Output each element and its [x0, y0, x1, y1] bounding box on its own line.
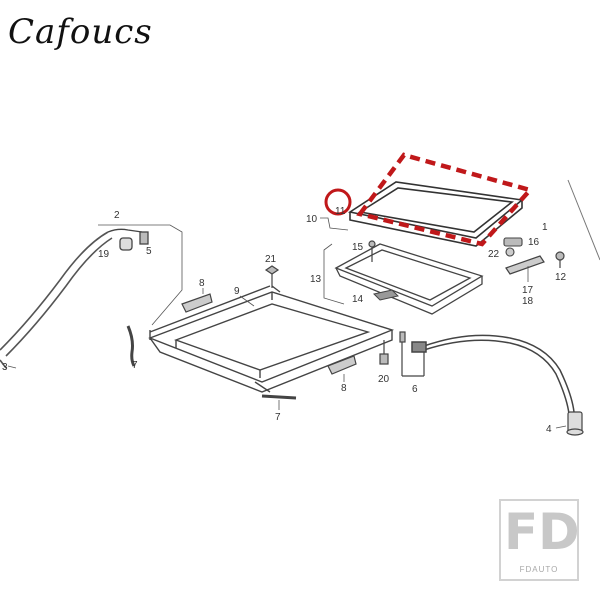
callout-12: 12: [555, 272, 567, 283]
bolt-20: [379, 340, 389, 365]
leader-3: [7, 365, 17, 369]
drain-hose-rear: [0, 231, 113, 369]
callout-2: 2: [114, 210, 120, 221]
callout-4: 4: [546, 424, 552, 435]
callout-15: 15: [352, 242, 364, 253]
clip-22: [505, 247, 515, 257]
callout-1: 1: [542, 222, 548, 233]
drain-hose-front: [126, 325, 136, 367]
deflector-8-right: [327, 355, 357, 375]
hose-joint-19: [107, 228, 149, 251]
callout-7b: 7: [275, 412, 281, 423]
callout-10: 10: [306, 214, 318, 225]
bracket-10: [320, 217, 349, 231]
drain-hose-lower: [261, 394, 297, 400]
callout-3: 3: [2, 362, 8, 373]
bracket-2: [98, 224, 183, 326]
cable-end-4: [566, 411, 584, 436]
callout-6: 6: [412, 384, 418, 395]
screw-15: [368, 240, 376, 262]
connector-6: [399, 331, 425, 377]
leader-9: [239, 295, 255, 307]
callout-16: 16: [528, 237, 540, 248]
page-edge-line: [567, 179, 600, 261]
callout-20: 20: [378, 374, 390, 385]
bracket-16: [503, 237, 523, 247]
seal-highlight-box: [356, 152, 535, 247]
callout-11: 11: [335, 206, 346, 217]
leader-4: [555, 425, 567, 429]
screw-12: [555, 251, 565, 268]
callout-13: 13: [310, 274, 322, 285]
callout-18: 18: [522, 296, 534, 307]
seal-highlight-circle: [324, 188, 352, 216]
drive-cable: [411, 334, 575, 415]
glass-panel: [347, 181, 524, 247]
callout-14: 14: [352, 294, 364, 305]
brand-title: Cafoucs: [8, 12, 153, 52]
watermark-caption: FDAUTO: [519, 565, 559, 574]
callout-5: 5: [146, 246, 152, 257]
watermark-frame: [499, 499, 579, 581]
callout-19: 19: [98, 249, 110, 260]
callout-21: 21: [265, 254, 277, 265]
guide-frame-13: [334, 243, 484, 315]
bolt-21: [264, 265, 280, 288]
callout-22: 22: [488, 249, 500, 260]
callout-7a: 7: [132, 360, 138, 371]
deflector-8-left: [181, 293, 213, 313]
callout-9: 9: [234, 286, 240, 297]
trim-cover-14: [373, 289, 399, 301]
callout-8a: 8: [199, 278, 205, 289]
sunroof-frame: [148, 285, 395, 393]
bracket-13: [323, 243, 345, 305]
callout-17: 17: [522, 285, 534, 296]
callout-8b: 8: [341, 383, 347, 394]
slider-rail-17: [505, 255, 545, 275]
watermark-letters: FD: [504, 503, 580, 561]
